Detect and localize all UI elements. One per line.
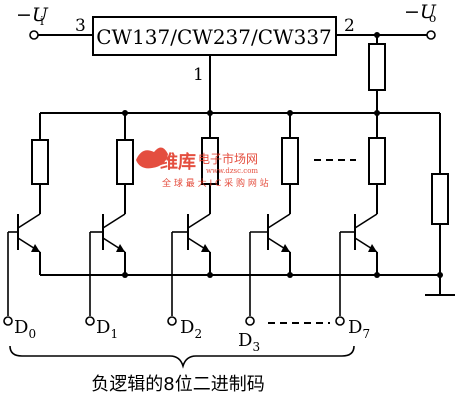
input-terminal [29,30,39,40]
pin-3-label: 3 [75,16,86,36]
switch-branch-d0 [3,113,49,326]
branch-resistor [116,139,134,185]
chip-label: CW137/CW237/CW337 [96,25,332,49]
output-voltage-subscript: o [429,11,436,25]
input-label-d2: D2 [180,317,202,341]
watermark-url: www.dzsc.com [206,167,258,175]
branch-resistor [31,139,49,185]
input-terminal-d7 [335,316,345,326]
pin-1-label: 1 [193,65,204,85]
switch-branch-d2 [167,137,219,326]
input-voltage-label: −U [16,4,49,26]
output-divider-resistor [368,43,386,91]
watermark-tagline: 全 球 最 大 I C 采 购 网 站 [162,177,269,189]
input-terminal-d3 [245,316,255,326]
dzsc-watermark: 维库 电子市场网 www.dzsc.com 全 球 最 大 I C 采 购 网 … [136,147,269,189]
watermark-title: 电子市场网 [198,151,258,166]
pin-2-label: 2 [344,16,355,36]
input-terminal-d0 [3,316,13,326]
branch-resistor [368,137,386,185]
watermark-brand: 维库 [160,151,196,173]
input-label-d3: D3 [238,330,260,354]
input-voltage-subscript: i [40,14,44,28]
input-terminal-d2 [167,316,177,326]
output-terminal [426,30,436,40]
load-resistor [431,173,449,225]
switch-branch-d1 [85,113,134,326]
switch-branch-d3 [245,113,299,326]
input-terminal-d1 [85,316,95,326]
input-label-d0: D0 [14,317,36,341]
output-voltage-label: −U [404,1,437,23]
watermark-logo-icon [136,147,168,169]
input-label-d1: D1 [96,317,118,341]
switch-branch-d7 [335,113,386,326]
input-group-brace [9,345,355,369]
input-label-d7: D7 [348,317,370,341]
caption: 负逻辑的8位二进制码 [91,374,264,395]
branch-resistor [281,137,299,185]
